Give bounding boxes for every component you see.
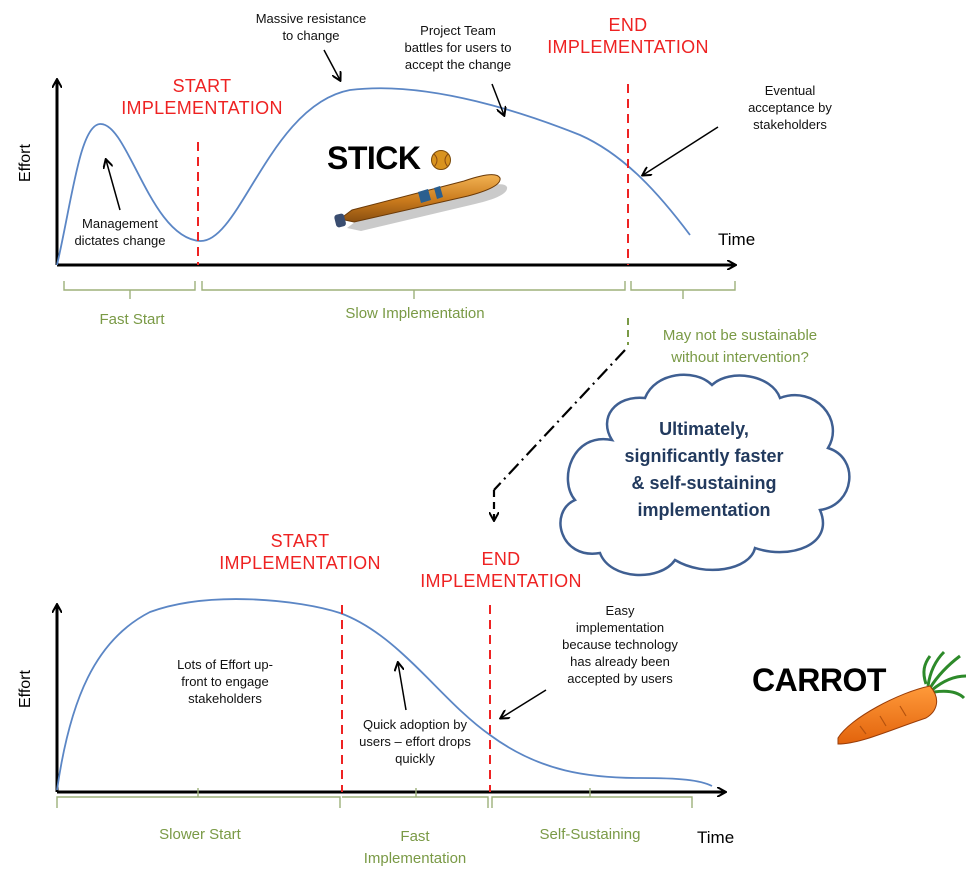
sustainability-question-line1: May not be sustainable [662,327,818,344]
top-end-label-line1: END [608,15,648,35]
phase-slower-start: Slower Start [159,826,241,843]
top-x-axis-label: Time [718,230,756,249]
transition-connector [493,318,629,520]
phase-fast-start: Fast Start [99,311,165,328]
annotation-easy-implementation: Easy implementation because technology h… [545,602,695,687]
cloud-text-line1: Ultimately, [659,419,749,439]
bottom-phase-bracket-fast-impl [342,788,489,808]
carrot-icon [837,650,967,745]
bottom-end-label-line1: END [481,549,521,569]
bottom-chart [56,598,725,808]
top-end-label: END IMPLEMENTATION [538,14,718,58]
annotation-easy-line3: because technology [562,637,678,652]
annotation-management-line2: dictates change [74,233,166,248]
cloud-text-line3: & self-sustaining [631,473,777,493]
annotation-team-line2: battles for users to [404,40,512,55]
annotation-resistance-line1: Massive resistance [255,11,367,26]
annotation-effort-line2: front to engage [181,674,269,689]
arrow-quick-adoption [398,663,407,711]
annotation-quick-line2: users – effort drops [359,734,471,749]
annotation-management-line1: Management [82,216,158,231]
bottom-phase-bracket-self-sustaining [491,788,693,808]
arrow-easy-impl [501,689,547,718]
annotation-acceptance-line1: Eventual [764,83,816,98]
top-end-label-line2: IMPLEMENTATION [547,37,709,57]
phase-fast-impl-line1: Fast [400,828,430,845]
bottom-phase-bracket-slower-start [56,788,341,808]
top-phase-bracket-slow-impl [201,281,626,299]
dash-dot-connector [493,349,626,491]
bottom-start-label-line1: START [270,531,330,551]
cloud-text-line2: significantly faster [624,446,784,466]
annotation-easy-line4: has already been [570,654,670,669]
annotation-easy-line1: Easy [605,603,635,618]
annotation-effort-upfront: Lots of Effort up- front to engage stake… [150,656,300,707]
annotation-effort-line1: Lots of Effort up- [177,657,273,672]
annotation-easy-line2: implementation [575,620,665,635]
annotation-acceptance-line3: stakeholders [753,117,827,132]
bottom-start-label-line2: IMPLEMENTATION [219,553,381,573]
phase-self-sustaining: Self-Sustaining [539,826,641,843]
top-start-label-line1: START [172,76,232,96]
sustainability-question-line2: without intervention? [671,349,809,366]
arrow-management [106,160,121,211]
bottom-end-label: END IMPLEMENTATION [401,548,601,592]
annotation-team: Project Team battles for users to accept… [388,22,528,73]
annotation-management: Management dictates change [60,215,180,249]
top-start-label-line2: IMPLEMENTATION [121,98,283,118]
bottom-effort-curve [56,598,713,791]
bottom-x-axis-label: Time [697,828,735,847]
annotation-acceptance-line2: acceptance by [748,100,832,115]
baseball-bat-icon [334,174,508,231]
annotation-quick-line3: quickly [395,751,435,766]
bottom-start-label: START IMPLEMENTATION [200,530,400,574]
annotation-acceptance: Eventual acceptance by stakeholders [720,82,860,133]
baseball-icon [431,150,451,170]
carrot-label: CARROT [752,662,886,698]
annotation-resistance: Massive resistance to change [246,10,376,44]
cloud-text: Ultimately, significantly faster & self-… [604,416,804,524]
annotation-team-line1: Project Team [420,23,496,38]
top-phase-bracket-after [630,281,736,299]
bottom-y-axis-label: Effort [17,670,34,708]
cloud-text-line4: implementation [637,500,771,520]
top-y-axis-label: Effort [17,144,34,182]
phase-fast-impl-line2: Implementation [363,850,467,867]
stick-label: STICK [327,140,421,176]
sustainability-question: May not be sustainable without intervent… [620,325,860,369]
annotation-effort-line3: stakeholders [188,691,262,706]
thought-cloud [559,373,851,577]
top-effort-curve [56,87,691,266]
top-start-label: START IMPLEMENTATION [112,75,292,119]
annotation-resistance-line2: to change [282,28,340,43]
arrow-resistance [323,49,340,80]
annotation-quick-line1: Quick adoption by [362,717,468,732]
annotation-quick-adoption: Quick adoption by users – effort drops q… [345,716,485,767]
top-phase-bracket-fast-start [63,281,196,299]
annotation-easy-line5: accepted by users [567,671,673,686]
arrow-team [491,83,504,115]
phase-fast-implementation: Fast Implementation [345,826,485,870]
bottom-end-label-line2: IMPLEMENTATION [420,571,582,591]
arrow-acceptance [643,126,719,175]
top-chart [56,49,736,299]
annotation-team-line3: accept the change [404,57,512,72]
phase-slow-implementation: Slow Implementation [345,305,485,322]
